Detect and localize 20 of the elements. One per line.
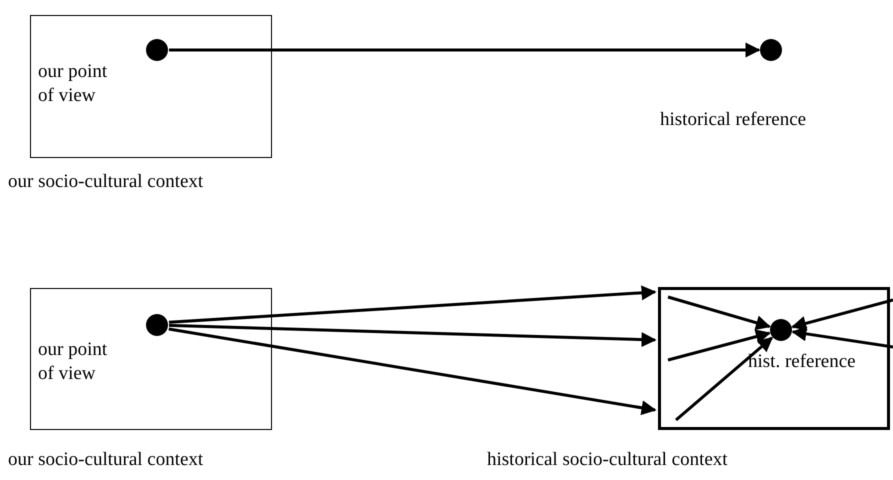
point-label: historical reference (660, 108, 808, 132)
point-label: our point of view (38, 60, 108, 108)
arrow (668, 296, 771, 330)
context-label: our socio-cultural context (8, 448, 204, 472)
arrow (668, 329, 771, 362)
arrow (791, 298, 893, 331)
point-marker (770, 319, 792, 341)
context-label: historical socio-cultural context (487, 448, 728, 472)
arrow (791, 326, 893, 348)
point-marker (760, 39, 782, 61)
arrow (169, 42, 760, 58)
point-label: our point of view (38, 338, 108, 386)
arrow (168, 285, 656, 324)
arrow (168, 328, 656, 416)
arrow (168, 324, 656, 348)
point-marker (146, 314, 168, 336)
point-marker (146, 39, 168, 61)
context-label: our socio-cultural context (8, 170, 204, 194)
arrow (675, 336, 774, 422)
point-label: hist. reference (748, 350, 857, 374)
